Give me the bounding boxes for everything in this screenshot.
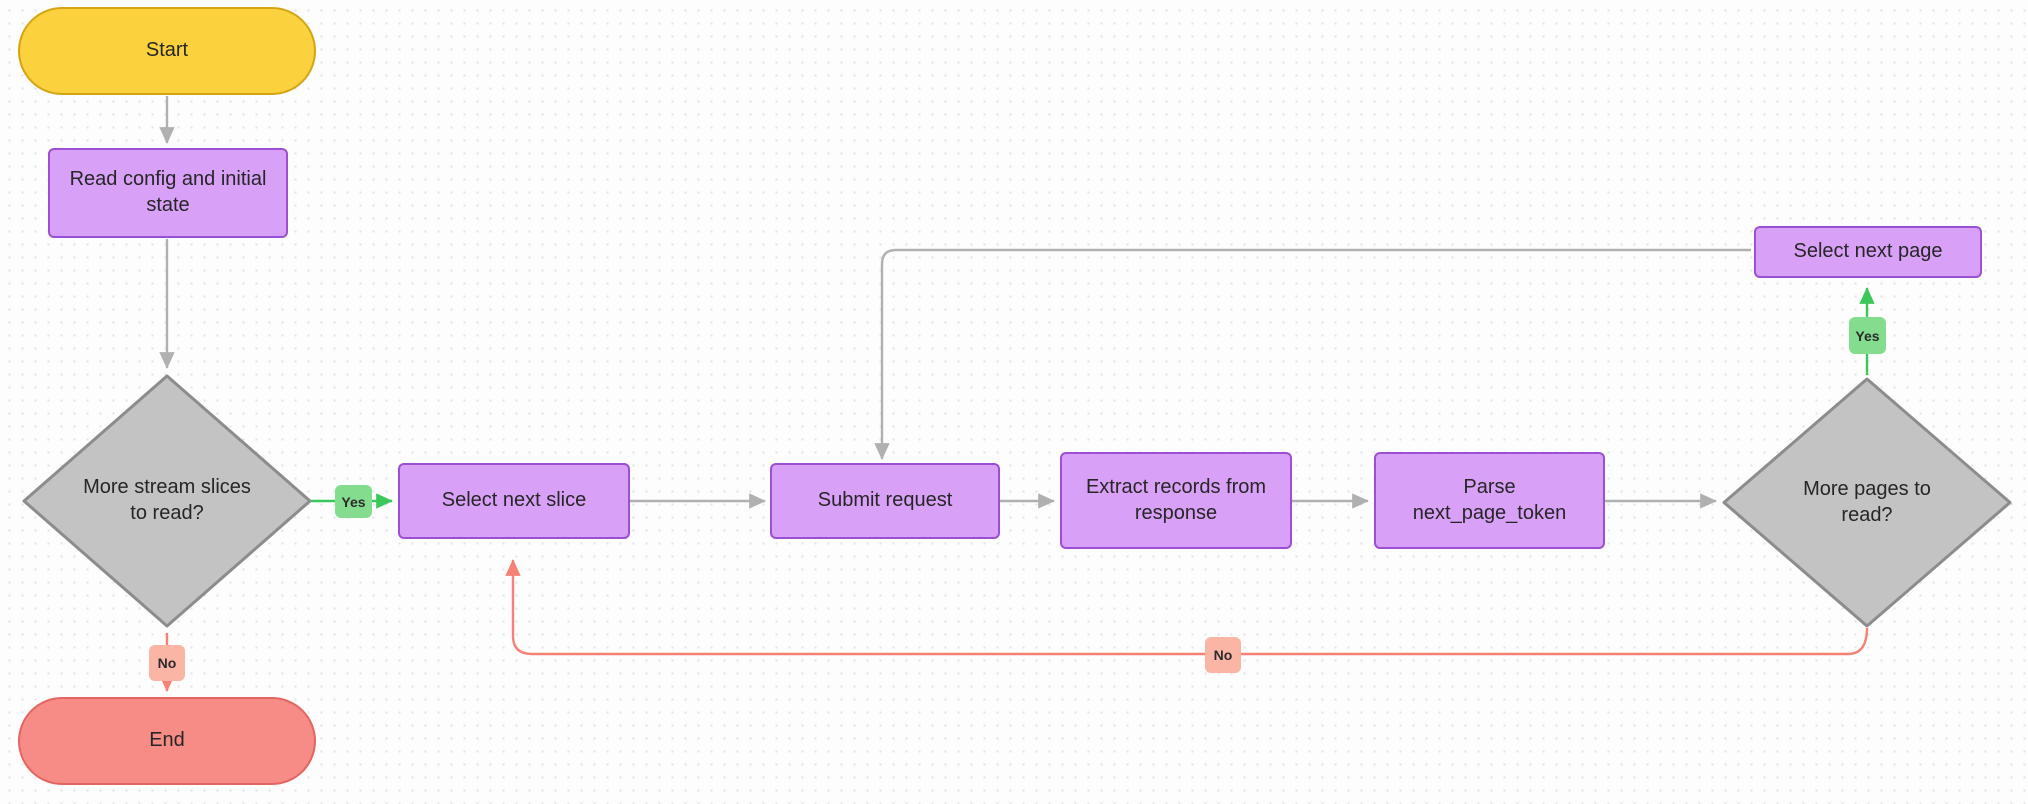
node-start[interactable]: Start [18, 7, 316, 95]
node-parse-next-page-token[interactable]: Parse next_page_token [1374, 452, 1605, 549]
edge-label-more-pages-yes: Yes [1849, 317, 1886, 354]
node-select-next-slice[interactable]: Select next slice [398, 463, 630, 539]
node-extract-records[interactable]: Extract records from response [1060, 452, 1292, 549]
node-submit-request-label: Submit request [817, 489, 953, 512]
edge-label-text: No [157, 655, 177, 671]
decision-diamond-shape [22, 374, 312, 628]
node-more-stream-slices[interactable]: More stream slices to read? [20, 372, 314, 630]
node-more-pages[interactable]: More pages to read? [1720, 375, 2014, 630]
node-select-next-page[interactable]: Select next page [1754, 226, 1982, 278]
node-parse-next-page-token-label: Parse next_page_token [1412, 475, 1567, 524]
edge-label-more-slices-yes: Yes [335, 485, 372, 518]
edge-label-text: No [1213, 647, 1233, 663]
edge-more-pages-no-loop-to-select-slice [505, 559, 1869, 656]
node-read-config-label: Read config and initial state [69, 168, 267, 216]
node-end-label: End [149, 729, 185, 752]
node-submit-request[interactable]: Submit request [770, 463, 1000, 539]
node-read-config[interactable]: Read config and initial state [48, 148, 288, 238]
node-end[interactable]: End [18, 697, 316, 785]
node-select-next-page-label: Select next page [1793, 240, 1943, 263]
edge-select-page-loop-to-submit [874, 248, 1751, 460]
node-extract-records-label: Extract records from response [1085, 475, 1267, 524]
edge-label-text: Yes [341, 493, 366, 510]
node-more-pages-label: More pages to read? [1803, 477, 1931, 526]
edge-label-text: Yes [1855, 327, 1880, 344]
node-select-next-slice-label: Select next slice [441, 489, 587, 512]
node-more-stream-slices-label: More stream slices to read? [83, 476, 251, 524]
edge-label-more-slices-no: No [149, 645, 185, 681]
node-start-label: Start [145, 39, 189, 62]
edge-label-more-pages-no: No [1205, 637, 1241, 673]
